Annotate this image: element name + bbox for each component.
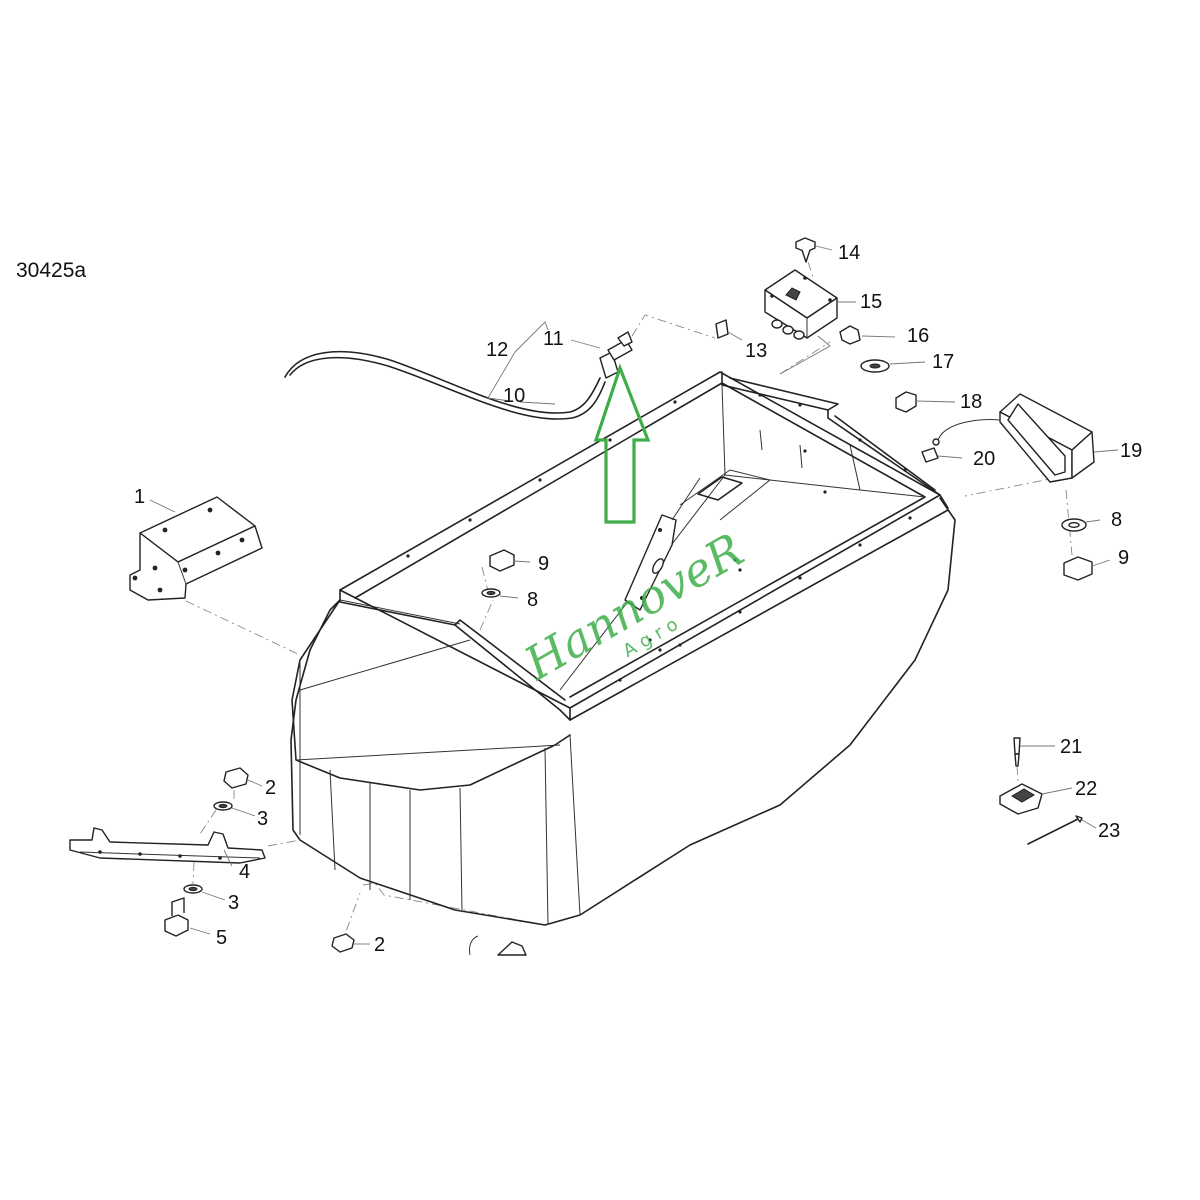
part-label[interactable]: 12 bbox=[486, 339, 508, 361]
part-label[interactable]: 9 bbox=[1118, 547, 1129, 569]
part-label[interactable]: 9 bbox=[538, 553, 549, 575]
part-label[interactable]: 17 bbox=[932, 351, 954, 373]
part-label[interactable]: 3 bbox=[257, 808, 268, 830]
part-label[interactable]: 19 bbox=[1120, 440, 1142, 462]
part-label[interactable]: 23 bbox=[1098, 820, 1120, 842]
highlight-arrow bbox=[593, 363, 651, 524]
part-15-junction-box bbox=[764, 269, 856, 375]
part-labels: 1 2 2 3 3 4 5 8 8 9 9 10 11 12 13 14 15 … bbox=[134, 242, 1142, 956]
part-19-lamp bbox=[932, 393, 1119, 483]
part-label[interactable]: 11 bbox=[543, 328, 564, 350]
part-label[interactable]: 13 bbox=[745, 340, 767, 362]
part-label[interactable]: 2 bbox=[265, 777, 276, 799]
part-label[interactable]: 22 bbox=[1075, 778, 1097, 800]
part-label[interactable]: 2 bbox=[374, 934, 385, 956]
part-label[interactable]: 3 bbox=[228, 892, 239, 914]
watermark: HannoveR Agro bbox=[515, 523, 753, 691]
parts-10-11-hose-sensor bbox=[284, 314, 716, 420]
part-label[interactable]: 8 bbox=[1111, 509, 1122, 531]
part-label[interactable]: 5 bbox=[216, 927, 227, 949]
part-label[interactable]: 18 bbox=[960, 391, 982, 413]
rim-rivets bbox=[406, 393, 912, 682]
part-label[interactable]: 14 bbox=[838, 242, 860, 264]
hardware bbox=[164, 237, 1111, 953]
part-label[interactable]: 8 bbox=[527, 589, 538, 611]
part-label[interactable]: 10 bbox=[503, 385, 525, 407]
part-1-bracket bbox=[129, 496, 263, 601]
part-label[interactable]: 16 bbox=[907, 325, 929, 347]
hopper bbox=[290, 371, 956, 926]
part-label[interactable]: 20 bbox=[973, 448, 995, 470]
drawing-id: 30425a bbox=[16, 259, 86, 282]
part-label[interactable]: 15 bbox=[860, 291, 882, 313]
part-label[interactable]: 1 bbox=[134, 486, 145, 508]
part-label[interactable]: 4 bbox=[239, 861, 250, 883]
watermark-brand: HannoveR bbox=[515, 523, 753, 691]
part-4-rail bbox=[69, 827, 266, 867]
parts-21-22-23 bbox=[999, 737, 1097, 845]
lower-fitting bbox=[469, 935, 527, 956]
part-label[interactable]: 21 bbox=[1060, 736, 1082, 758]
